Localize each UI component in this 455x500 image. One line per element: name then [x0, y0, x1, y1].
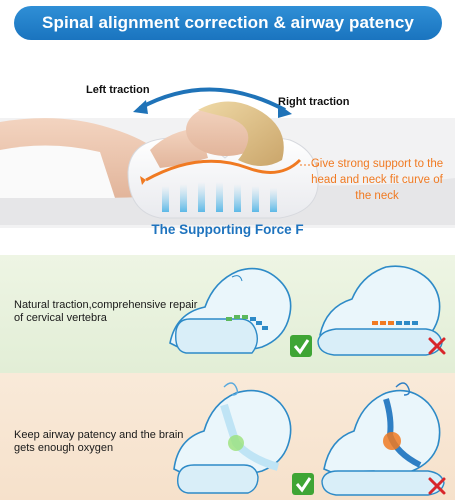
head-outline-incorrect: [323, 389, 441, 476]
force-bar: [216, 182, 223, 212]
pillow-correct: [175, 318, 259, 354]
vertebra-dot: [396, 321, 402, 325]
vertebra-dot: [388, 321, 394, 325]
vertebra-dot: [234, 315, 240, 319]
cross-icon: [428, 337, 446, 355]
check-icon: [292, 473, 314, 495]
breath-icon: [395, 382, 411, 396]
open-airway-glow: [228, 435, 244, 451]
vertebra-dot: [256, 321, 262, 325]
airway-comparison-illustration: [173, 382, 446, 496]
airway-comparison-panel: Keep airway patency and the brain gets e…: [0, 373, 455, 500]
force-bar: [252, 186, 259, 212]
cervical-comparison-panel: Natural traction,comprehensive repair of…: [0, 255, 455, 373]
force-bar: [180, 184, 187, 212]
left-arrowhead-icon: [133, 100, 148, 114]
force-bar: [198, 182, 205, 212]
comparison-caption: Keep airway patency and the brain gets e…: [14, 429, 184, 454]
page-title: Spinal alignment correction & airway pat…: [14, 6, 442, 40]
blocked-airway-glow: [383, 432, 401, 450]
check-icon-mark: [295, 477, 312, 493]
hair: [198, 101, 284, 166]
check-icon-mark: [293, 339, 310, 355]
left-traction-label: Left traction: [86, 84, 150, 96]
vertebra-dot: [372, 321, 378, 325]
cervical-comparison-illustration: [169, 265, 446, 357]
vertebra-dot: [404, 321, 410, 325]
breath-icon: [223, 382, 239, 396]
force-bar: [234, 184, 241, 212]
pillow-illustration: [0, 87, 455, 228]
force-bar: [162, 186, 169, 212]
vertebra-dot: [250, 317, 256, 321]
check-icon: [290, 335, 312, 357]
force-bar: [270, 188, 277, 212]
right-traction-label: Right traction: [278, 96, 350, 108]
ear-correct: [231, 275, 243, 282]
vertebra-dot: [242, 315, 248, 319]
vertebra-dot: [380, 321, 386, 325]
cross-icon: [428, 477, 446, 495]
pillow-correct: [177, 464, 259, 494]
comparison-caption: Natural traction,comprehensive repair of…: [14, 299, 198, 324]
support-curve: [145, 158, 302, 182]
pillow-incorrect: [321, 470, 445, 496]
vertebra-dot: [226, 317, 232, 321]
support-note: Give strong support to the head and neck…: [310, 158, 444, 202]
right-arrowhead-icon: [278, 104, 292, 118]
rotation-arc: [139, 87, 286, 112]
white-top: [0, 145, 115, 198]
supporting-force-label: The Supporting Force F: [151, 222, 304, 237]
support-curve-arrowhead: [140, 176, 146, 185]
pillow-incorrect: [317, 328, 443, 356]
vertebra-dot: [412, 321, 418, 325]
vertebra-dot: [262, 326, 268, 330]
hero-section: Spinal alignment correction & airway pat…: [0, 6, 455, 237]
